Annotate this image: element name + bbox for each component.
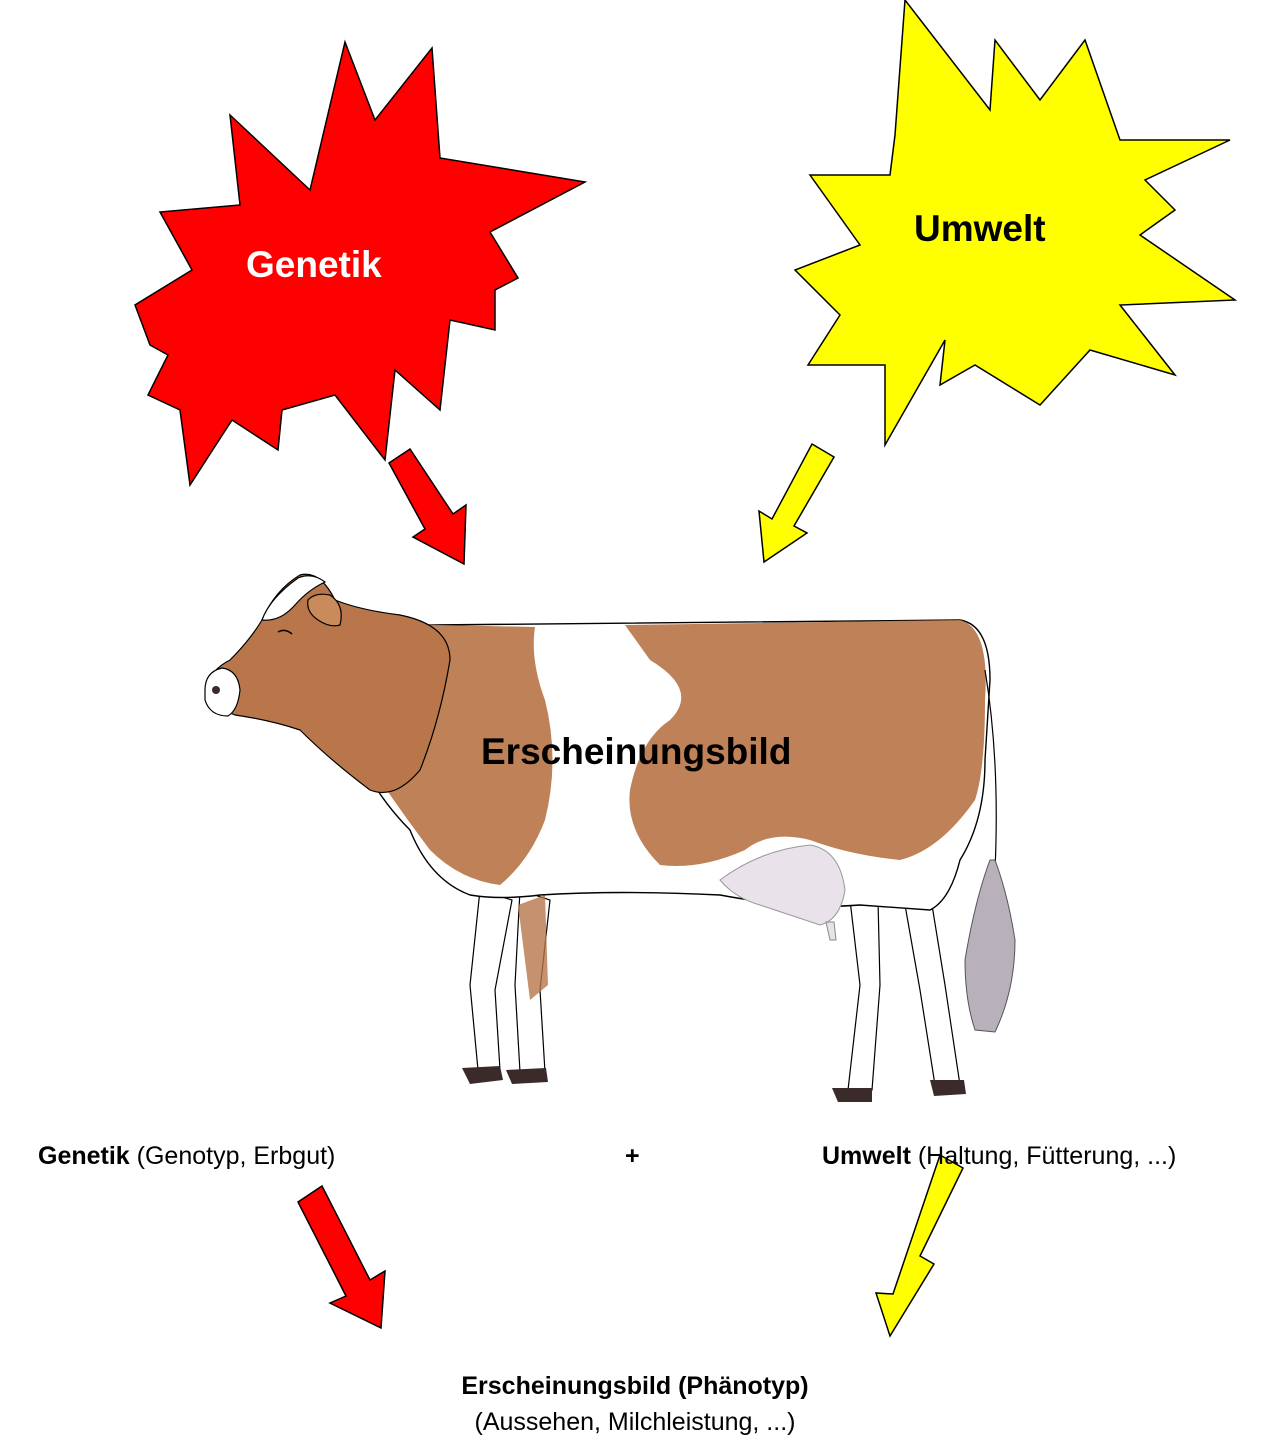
genetik-arrow-top xyxy=(389,449,466,564)
genetik-term-bold: Genetik xyxy=(38,1142,130,1170)
cow-illustration xyxy=(205,574,1015,1102)
result-title: Erscheinungsbild (Phänotyp) xyxy=(235,1372,1035,1401)
umwelt-term: Umwelt (Haltung, Fütterung, ...) xyxy=(822,1142,1176,1171)
umwelt-term-detail: (Haltung, Fütterung, ...) xyxy=(918,1142,1176,1170)
umwelt-term-bold: Umwelt xyxy=(822,1142,911,1170)
umwelt-arrow-bottom xyxy=(876,1155,963,1336)
umwelt-burst-label: Umwelt xyxy=(914,208,1046,250)
genetik-burst-label: Genetik xyxy=(246,244,382,286)
genetik-term-detail: (Genotyp, Erbgut) xyxy=(137,1142,336,1170)
umwelt-arrow-top xyxy=(759,444,834,562)
result-subtitle: (Aussehen, Milchleistung, ...) xyxy=(235,1408,1035,1437)
cow-label: Erscheinungsbild xyxy=(481,731,791,773)
genetik-term: Genetik (Genotyp, Erbgut) xyxy=(38,1142,335,1171)
genetik-arrow-bottom xyxy=(298,1186,385,1328)
plus-sign: + xyxy=(625,1142,640,1171)
